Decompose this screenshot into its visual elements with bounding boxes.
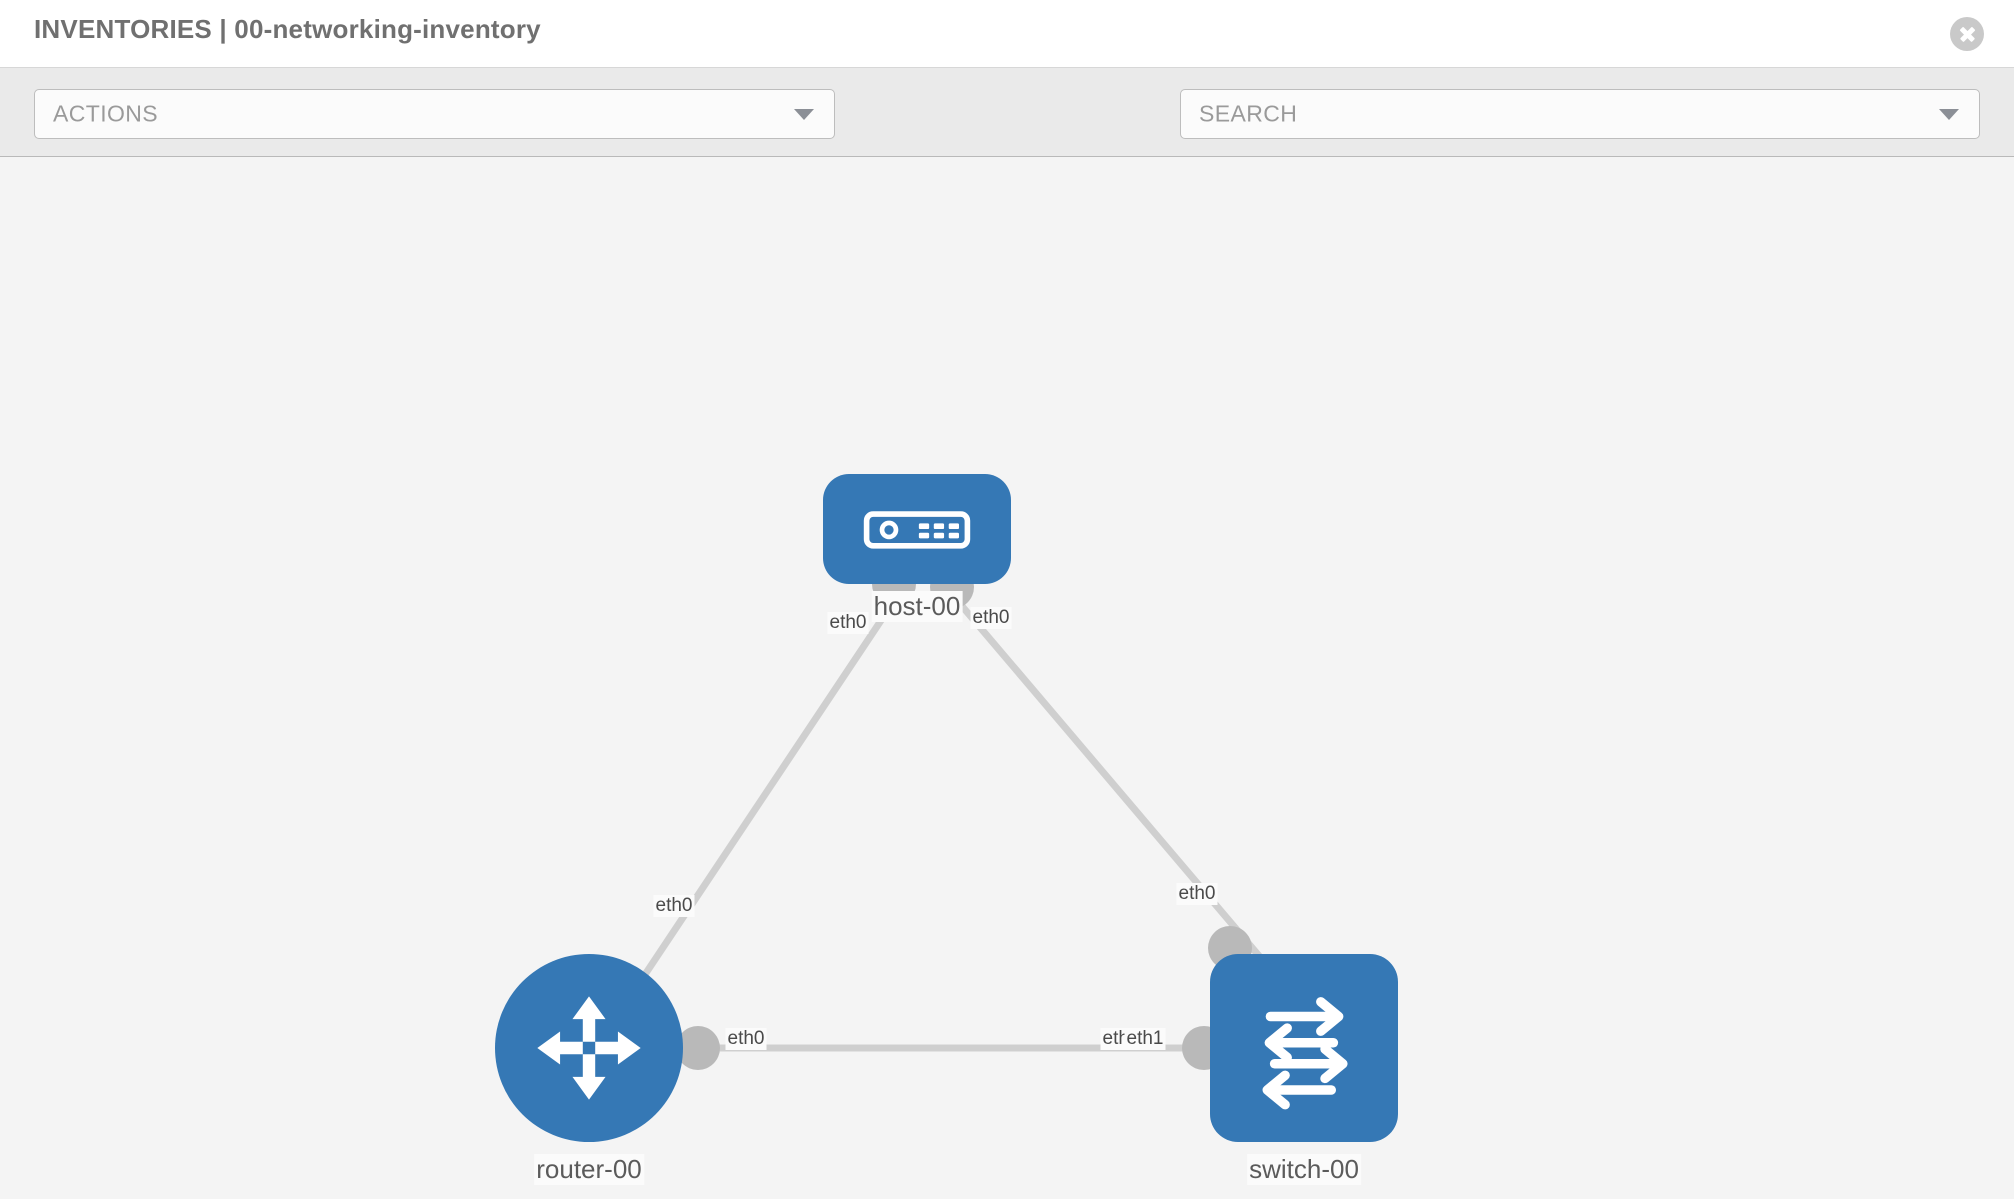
edge-label-switch-eth1: eth1: [1124, 1028, 1166, 1050]
page-header: INVENTORIES | 00-networking-inventory: [0, 0, 2014, 68]
chevron-down-icon: [794, 109, 814, 120]
edge-label-host-left: eth0: [827, 612, 869, 634]
router-icon: [537, 996, 641, 1100]
page-title: INVENTORIES | 00-networking-inventory: [34, 14, 541, 44]
search-input[interactable]: SEARCH: [1180, 89, 1980, 139]
node-switch-00[interactable]: [1210, 954, 1398, 1142]
node-label-router-00: router-00: [534, 1154, 644, 1185]
port-router-right[interactable]: [676, 1026, 720, 1070]
node-label-switch-00: switch-00: [1247, 1154, 1361, 1185]
node-label-host-00: host-00: [871, 591, 963, 622]
switch-icon: [1262, 997, 1348, 1110]
close-icon[interactable]: [1950, 17, 1984, 51]
node-router-00[interactable]: [495, 954, 683, 1142]
actions-dropdown-label: ACTIONS: [53, 100, 159, 127]
topology-canvas[interactable]: host-00 router-00 switch-00 eth0 eth0 et…: [0, 157, 2014, 1199]
search-placeholder: SEARCH: [1199, 100, 1298, 127]
link-host-router: [616, 588, 904, 1016]
node-host-00[interactable]: [823, 474, 1011, 584]
chevron-down-icon: [1939, 109, 1959, 120]
actions-dropdown[interactable]: ACTIONS: [34, 89, 835, 139]
edge-label-router-eth0: eth0: [725, 1028, 767, 1050]
edge-label-host-right: eth0: [970, 607, 1012, 629]
server-icon: [863, 511, 971, 549]
edge-label-switch-uplink: eth0: [1176, 883, 1218, 905]
toolbar: ACTIONS SEARCH: [0, 68, 2014, 194]
topology-links: [616, 588, 1264, 1052]
edge-label-router-uplink: eth0: [653, 895, 695, 917]
